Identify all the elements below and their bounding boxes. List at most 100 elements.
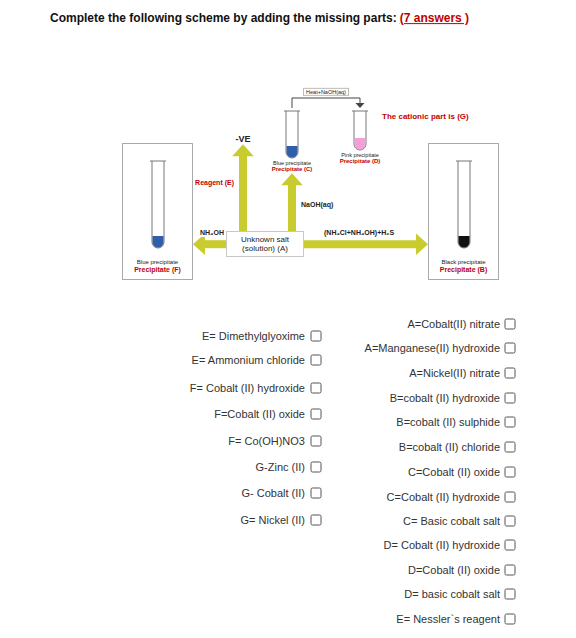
reaction-arrow	[232, 144, 254, 231]
checkbox	[505, 393, 515, 403]
precipitate	[152, 236, 163, 248]
answer-option: C= Basic cobalt salt	[403, 515, 500, 528]
checkbox	[311, 409, 321, 419]
answer-option: D= basic cobalt salt	[404, 588, 500, 601]
charge-label: -VE	[226, 134, 260, 144]
answer-option: F=Cobalt (II) oxide	[214, 408, 305, 421]
reagent-label: NH₄OH	[198, 229, 226, 237]
reagent-label: (NH₄Cl+NH₄OH)+H₂S	[322, 229, 396, 237]
text-group: Pink precipitatePrecipitate (D)	[340, 152, 381, 165]
arrow-shaft	[292, 98, 360, 108]
answer-option: A=Nickel(II) nitrate	[409, 367, 500, 380]
test-tube: Pink precipitatePrecipitate (D)	[333, 108, 387, 165]
checkbox	[311, 515, 321, 525]
arrow-shaft	[203, 240, 226, 248]
reagent-label: Heat+NaOH(aq)	[303, 88, 349, 96]
checkbox	[311, 488, 321, 498]
answer-option: B=cobalt (II) chloride	[399, 441, 500, 454]
tube-lip	[352, 111, 368, 112]
test-tube-icon	[351, 108, 369, 152]
answer-option: E= Dimethylglyoxime	[202, 330, 305, 343]
result-panel: Black precipitatePrecipitate (B)	[428, 143, 499, 280]
answer-option: C=Cobalt (II) oxide	[408, 466, 500, 479]
sample-box: Unknown salt (solution) (A)	[226, 231, 304, 257]
text-group: Black precipitatePrecipitate (B)	[440, 259, 487, 274]
arrow-head	[356, 103, 365, 108]
checkbox	[505, 540, 515, 550]
precipitate	[287, 146, 298, 158]
precipitate-name: Precipitate (C)	[272, 166, 313, 173]
checkbox	[505, 368, 515, 378]
answer-option: C=Cobalt (II) hydroxide	[387, 491, 500, 504]
checkbox	[311, 436, 321, 446]
answer-option: A=Manganese(II) hydroxide	[365, 342, 500, 355]
node-text: Black precipitate	[440, 259, 487, 266]
answer-option: E= Nessler`s reagent	[396, 613, 500, 626]
checkbox	[505, 565, 515, 575]
checkbox	[505, 417, 515, 427]
checkbox	[505, 319, 515, 329]
test-tube: Blue precipitatePrecipitate (C)	[262, 108, 322, 173]
node-text: -VE	[235, 134, 250, 144]
answer-option: B=cobalt (II) hydroxide	[390, 392, 500, 405]
precipitate-name: Precipitate (B)	[440, 266, 487, 274]
text-group: Blue precipitatePrecipitate (F)	[134, 259, 181, 274]
tube-lip	[456, 161, 472, 162]
reagent-label: Reagent (E)	[193, 179, 236, 187]
answer-option: D=Cobalt (II) oxide	[408, 564, 500, 577]
checkbox	[505, 492, 515, 502]
reaction-arrow	[292, 98, 365, 108]
checkbox	[311, 383, 321, 393]
precipitate	[458, 236, 469, 248]
tube-glass	[152, 161, 164, 248]
answer-option: G= Nickel (II)	[241, 514, 305, 527]
answer-option: F= Co(OH)NO3	[228, 435, 305, 448]
answer-count: (7 answers )	[400, 12, 469, 26]
checkbox	[505, 467, 515, 477]
question-title: Complete the following scheme by adding …	[50, 12, 397, 26]
arrow-shaft	[239, 154, 247, 231]
node-text: Pink precipitate	[340, 152, 381, 158]
node-text: Blue precipitate	[272, 160, 313, 166]
precipitate	[355, 138, 366, 150]
answer-option: F= Cobalt (II) hydroxide	[190, 382, 305, 395]
arrow-shaft	[288, 183, 296, 231]
tube-lip	[150, 161, 166, 162]
answer-option: G-Zinc (II)	[256, 461, 306, 474]
tube-glass	[458, 161, 470, 248]
text-group: -VE	[235, 134, 250, 144]
node-text: Unknown salt (solution) (A)	[230, 235, 300, 253]
checkbox	[505, 343, 515, 353]
node-text: Blue precipitate	[134, 259, 181, 266]
tube-glass	[286, 111, 298, 158]
reagent-label: NaOH(aq)	[299, 201, 335, 209]
tube-glass	[354, 111, 366, 150]
precipitate-name: Precipitate (D)	[340, 158, 381, 165]
test-tube-icon	[149, 158, 167, 250]
checkbox	[505, 442, 515, 452]
checkbox	[311, 331, 321, 341]
arrow-shaft	[304, 240, 418, 248]
tube-lip	[284, 111, 300, 112]
result-panel: Blue precipitatePrecipitate (F)	[122, 143, 193, 280]
answer-option: G- Cobalt (II)	[241, 487, 305, 500]
answer-option: B=cobalt (II) sulphide	[396, 416, 500, 429]
test-tube-icon	[455, 158, 473, 250]
text-group: Unknown salt (solution) (A)	[230, 235, 300, 253]
question-note: The cationic part is (G)	[382, 112, 469, 121]
arrow-head	[281, 173, 303, 185]
text-group: Blue precipitatePrecipitate (C)	[272, 160, 313, 173]
arrow-head	[416, 233, 428, 255]
precipitate-name: Precipitate (F)	[134, 266, 181, 274]
arrow-head	[232, 144, 254, 156]
answer-option: D= Cobalt (II) hydroxide	[384, 539, 500, 552]
checkbox	[505, 516, 515, 526]
checkbox	[505, 589, 515, 599]
checkbox	[505, 614, 515, 624]
answer-option: E= Ammonium chloride	[192, 354, 305, 367]
checkbox	[311, 462, 321, 472]
answer-option: A=Cobalt(II) nitrate	[407, 318, 500, 331]
test-tube-icon	[283, 108, 301, 160]
checkbox	[311, 355, 321, 365]
